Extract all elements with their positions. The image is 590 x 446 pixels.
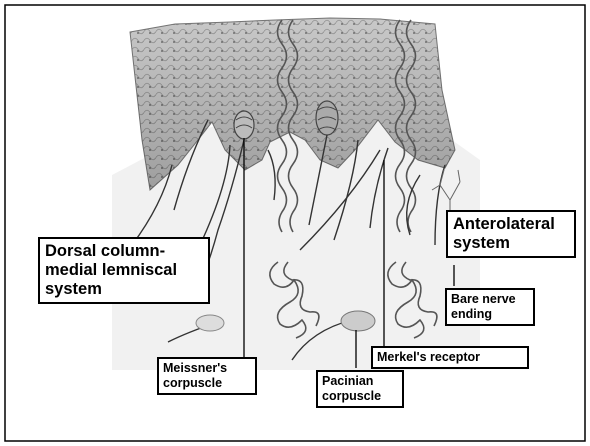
pacinian-label: Pacinian corpuscle	[316, 370, 404, 408]
bare-nerve-ending-label: Bare nerve ending	[445, 288, 535, 326]
merkel-label: Merkel's receptor	[371, 346, 529, 369]
anterolateral-label: Anterolateral system	[446, 210, 576, 258]
dorsal-column-label: Dorsal column- medial lemniscal system	[38, 237, 210, 304]
pacinian-corpuscle-illustration	[341, 311, 375, 331]
meissner-label: Meissner's corpuscle	[157, 357, 257, 395]
meissner-corpuscle-deep	[196, 315, 224, 331]
